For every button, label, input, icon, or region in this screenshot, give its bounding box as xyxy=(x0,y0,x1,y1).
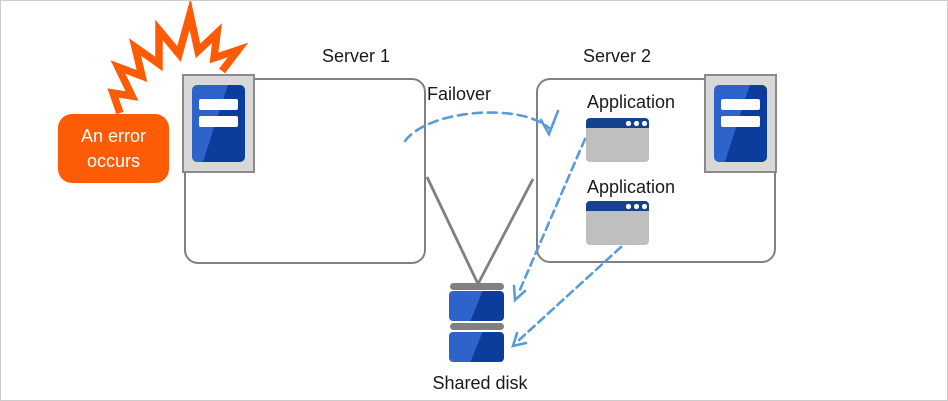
application2-label: Application xyxy=(587,177,676,197)
server-slot xyxy=(721,99,760,110)
application1-window-icon xyxy=(586,118,649,162)
window-button-dot xyxy=(634,121,639,126)
server-slot xyxy=(199,116,238,127)
error-callout: An error occurs xyxy=(58,114,169,183)
disk-platter xyxy=(449,332,504,362)
window-button-dot xyxy=(634,204,639,209)
window-button-dot xyxy=(642,204,647,209)
failover-label: Failover xyxy=(427,84,492,104)
disk-platter xyxy=(449,291,504,321)
server2-label: Server 2 xyxy=(582,46,652,66)
server1-label: Server 1 xyxy=(321,46,391,66)
server-tower-shape xyxy=(714,85,767,162)
window-button-dot xyxy=(626,121,631,126)
shared-disk-label: Shared disk xyxy=(432,373,528,393)
app2-disk-arrowhead-icon xyxy=(511,331,528,348)
window-button-dot xyxy=(626,204,631,209)
server-tower-shape xyxy=(192,85,245,162)
disk-cap xyxy=(450,283,504,290)
application2-window-icon xyxy=(586,201,649,245)
window-titlebar xyxy=(586,201,649,211)
server-slot xyxy=(721,116,760,127)
failover-arrow xyxy=(403,111,551,143)
server1-icon xyxy=(182,74,255,173)
application1-label: Application xyxy=(587,92,676,112)
server1-disk-link-line xyxy=(425,176,480,285)
window-titlebar xyxy=(586,118,649,128)
error-callout-label: An error occurs xyxy=(80,125,147,171)
app1-disk-arrowhead-icon xyxy=(512,284,527,303)
window-button-dot xyxy=(642,121,647,126)
disk-cap xyxy=(450,323,504,330)
server2-disk-link-line xyxy=(476,178,535,285)
server-slot xyxy=(199,99,238,110)
server2-icon xyxy=(704,74,777,173)
